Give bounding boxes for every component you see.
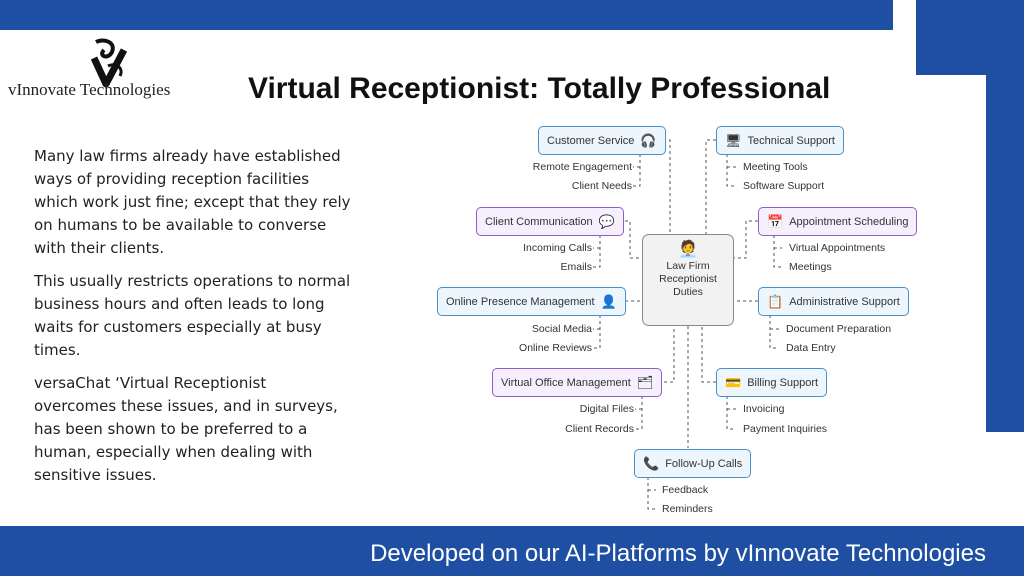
sub-item: Emails [560,261,592,273]
files-icon: 🗂 [636,374,654,390]
company-logo [90,38,128,88]
headset-icon: 🎧 [640,132,657,148]
sub-item: Remote Engagement [532,161,632,173]
footer-text: Developed on our AI-Platforms by vInnova… [370,540,986,567]
node-online-presence-management: Online Presence Management👤 [437,287,626,316]
sub-item: Meeting Tools [743,161,808,173]
sub-item: Invoicing [743,403,785,415]
paragraph: Many law firms already have established … [34,147,351,257]
calendar-icon: 📅 [767,213,784,229]
sub-item: Virtual Appointments [789,242,886,254]
sub-item: Incoming Calls [523,242,592,254]
node-technical-support: 🖥Technical Support [716,126,844,155]
phone-user-icon: 📞 [643,455,660,471]
user-device-icon: 👤 [600,293,617,309]
sub-item: Document Preparation [786,323,892,335]
top-banner [0,0,893,30]
monitor-icon: 🖥 [725,132,742,148]
node-customer-service: Customer Service🎧 [538,126,666,155]
right-banner-gap [916,75,986,432]
description: Many law firms already have established … [34,145,352,497]
sub-item: Meetings [789,261,832,273]
sub-item: Data Entry [786,342,836,354]
node-client-communication: Client Communication💬 [476,207,624,236]
connector-lines [593,139,782,510]
sub-item: Social Media [531,323,592,335]
sub-item: Feedback [662,484,709,496]
sub-item: Client Records [565,423,634,435]
sub-item: Software Support [743,180,825,192]
paragraph: This usually restricts operations to nor… [34,272,351,359]
node-appointment-scheduling: 📅Appointment Scheduling [758,207,918,236]
paragraph: versaChat ‘Virtual Receptionist overcome… [34,374,338,484]
center-node: 🧑‍💼 Law Firm Receptionist Duties [642,234,734,326]
logo-text: vInnovate Technologies [8,80,171,99]
sub-item: Client Needs [571,180,632,192]
sub-item: Reminders [662,503,713,515]
node-administrative-support: 📋Administrative Support [758,287,909,316]
node-billing-support: 💳Billing Support [716,368,828,397]
node-virtual-office-management: Virtual Office Management🗂 [492,368,663,397]
billing-icon: 💳 [725,374,742,390]
document-icon: 📋 [767,293,784,309]
page-title: Virtual Receptionist: Totally Profession… [248,72,831,105]
sub-item: Digital Files [579,403,634,415]
sub-item: Online Reviews [519,342,592,354]
duties-diagram: Customer Service🎧 Remote Engagement Clie… [430,118,920,522]
node-follow-up-calls: 📞Follow-Up Calls [634,449,752,478]
footer-bar [0,526,1024,576]
chat-icon: 💬 [598,213,615,229]
sub-item: Payment Inquiries [743,423,828,435]
receptionist-icon: 🧑‍💼 [678,241,698,258]
